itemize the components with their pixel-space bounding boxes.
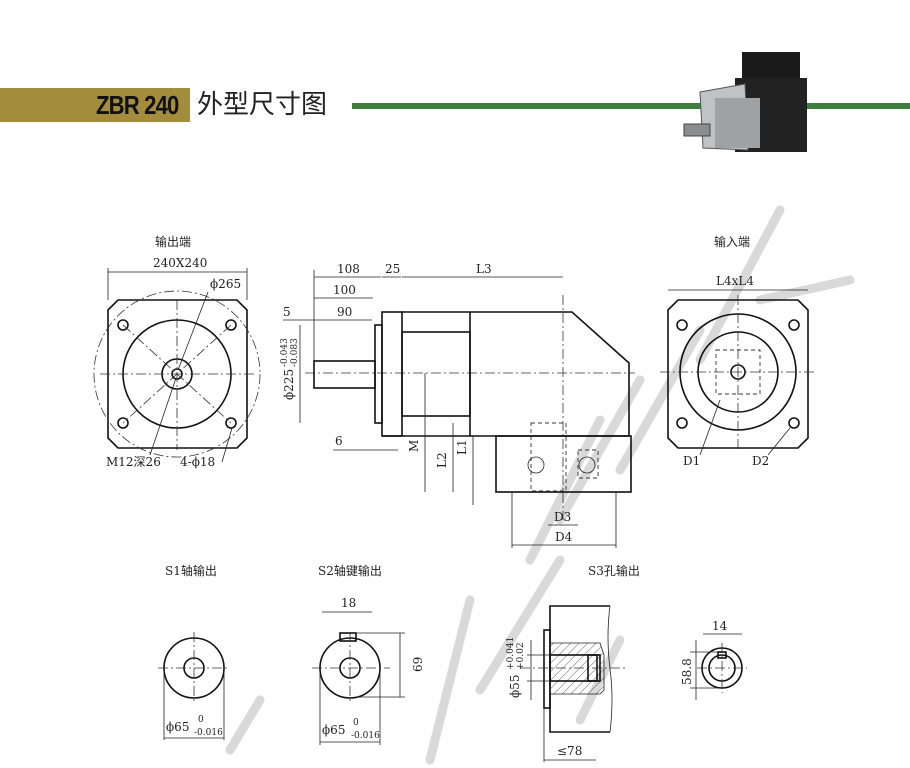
s1-label: S1轴输出 [165, 563, 217, 578]
dim-100: 100 [333, 283, 356, 297]
s2-tol-upper: 0 [353, 718, 359, 728]
s1-tol-lower: -0.016 [194, 728, 223, 738]
dim-108: 108 [337, 262, 360, 276]
s2-label: S2轴键输出 [318, 563, 382, 578]
s1-tol-upper: 0 [198, 715, 204, 725]
dim-l1: L1 [455, 439, 469, 455]
thread-dim: M12深26 [106, 455, 161, 469]
s3-bore-dim: ϕ55 [508, 675, 522, 698]
title-banner [0, 88, 190, 122]
gearbox-product-image [683, 52, 807, 152]
output-end-label: 输出端 [155, 234, 191, 249]
dim-25: 25 [385, 262, 400, 276]
s3-depth-dim: ≤78 [557, 744, 582, 758]
watermark [225, 205, 855, 765]
dim-90: 90 [337, 305, 352, 319]
pilot-dim: ϕ225 [282, 369, 296, 400]
s3-label: S3孔输出 [588, 563, 640, 578]
dim-5: 5 [283, 305, 291, 319]
s2-height-dim: 69 [411, 657, 425, 672]
dim-d1: D1 [683, 454, 700, 468]
dim-6: 6 [335, 434, 343, 448]
header-divider [352, 103, 910, 109]
pilot-tol-upper: -0.043 [280, 338, 290, 367]
dim-l2: L2 [435, 452, 449, 468]
output-end-view: 输出端 240X240 ϕ265 M12深26 4-ϕ18 [93, 234, 261, 469]
holes-dim: 4-ϕ18 [180, 455, 215, 469]
input-size-dim: L4xL4 [716, 274, 754, 288]
dim-m: M [407, 440, 421, 452]
input-end-label: 输入端 [714, 234, 750, 249]
s3-height-dim: 58.8 [680, 658, 694, 685]
dim-l3: L3 [476, 262, 492, 276]
pcd-dim: ϕ265 [210, 277, 241, 291]
input-end-view: 输入端 L4xL4 D1 D2 [660, 234, 816, 468]
side-view: 108 25 L3 100 5 90 ϕ225 -0.043 -0.083 6 … [280, 262, 635, 548]
s3-tol-upper: +0.041 [506, 637, 516, 670]
model-title: ZBR 240 [96, 90, 179, 120]
pilot-tol-lower: -0.083 [290, 338, 300, 367]
s1-shaft-output: S1轴输出 ϕ65 0 -0.016 [158, 563, 230, 740]
dim-d4: D4 [555, 530, 573, 544]
s2-keyed-shaft-output: S2轴键输出 18 69 ϕ65 0 -0.016 [312, 563, 425, 745]
s2-dia: ϕ65 [322, 723, 345, 737]
dim-d2: D2 [752, 454, 769, 468]
s2-tol-lower: -0.016 [351, 731, 380, 741]
dim-d3: D3 [554, 510, 571, 524]
s3-tol-lower: +0.02 [516, 642, 526, 670]
s3-hollow-output: S3孔输出 ϕ55 +0.041 +0.02 ≤78 14 58.8 [506, 563, 747, 762]
s2-key-dim: 18 [341, 596, 356, 610]
page-title: 外型尺寸图 [197, 90, 328, 120]
output-size-dim: 240X240 [153, 256, 207, 270]
s1-dia: ϕ65 [166, 720, 189, 734]
s3-key-dim: 14 [712, 619, 728, 633]
